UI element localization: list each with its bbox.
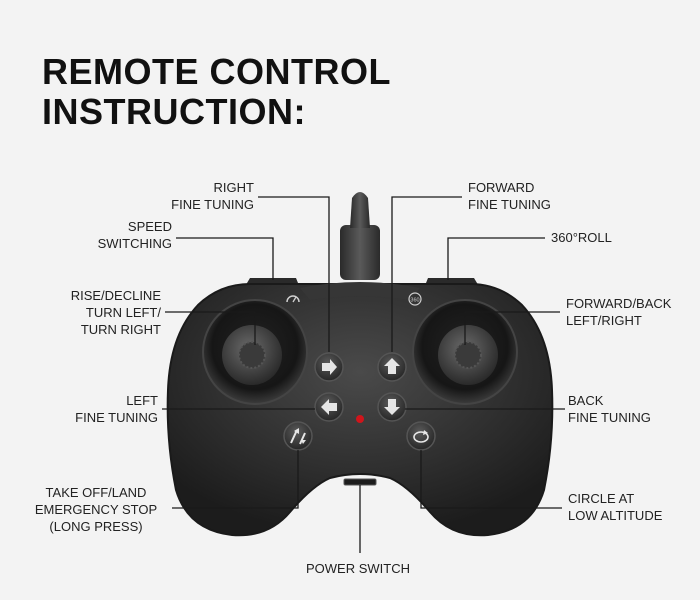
svg-text:LOW ALTITUDE: LOW ALTITUDE <box>568 508 663 523</box>
label-takeoff-land: TAKE OFF/LAND EMERGENCY STOP (LONG PRESS… <box>35 485 157 534</box>
svg-text:BACK: BACK <box>568 393 604 408</box>
svg-text:FINE TUNING: FINE TUNING <box>568 410 651 425</box>
svg-text:360: 360 <box>410 298 419 304</box>
label-power-switch: POWER SWITCH <box>306 561 410 576</box>
svg-text:TURN LEFT/: TURN LEFT/ <box>86 305 162 320</box>
svg-text:CIRCLE AT: CIRCLE AT <box>568 491 634 506</box>
svg-text:RIGHT: RIGHT <box>214 180 255 195</box>
arrow-right-icon <box>322 359 337 375</box>
takeoff-land-button[interactable] <box>283 421 313 451</box>
right-trim-button[interactable] <box>314 352 344 382</box>
svg-text:FORWARD/BACK: FORWARD/BACK <box>566 296 672 311</box>
label-left-fine-tuning: LEFT FINE TUNING <box>75 393 158 425</box>
circle-flight-icon <box>413 430 429 443</box>
label-speed-switching: SPEED SWITCHING <box>98 219 172 251</box>
svg-text:(LONG PRESS): (LONG PRESS) <box>49 519 142 534</box>
right-joystick[interactable] <box>412 299 518 405</box>
svg-text:TURN RIGHT: TURN RIGHT <box>81 322 161 337</box>
label-forward-back: FORWARD/BACK LEFT/RIGHT <box>566 296 672 328</box>
svg-text:FORWARD: FORWARD <box>468 180 534 195</box>
label-right-fine-tuning: RIGHT FINE TUNING <box>171 180 254 212</box>
antenna <box>340 192 380 280</box>
svg-text:EMERGENCY STOP: EMERGENCY STOP <box>35 502 157 517</box>
circle-low-altitude-button[interactable] <box>406 421 436 451</box>
svg-text:TAKE OFF/LAND: TAKE OFF/LAND <box>46 485 147 500</box>
svg-text:LEFT/RIGHT: LEFT/RIGHT <box>566 313 642 328</box>
label-back-fine-tuning: BACK FINE TUNING <box>568 393 651 425</box>
leader-lines <box>162 196 565 553</box>
title-line-1: REMOTE CONTROL <box>42 51 391 92</box>
label-forward-fine-tuning: FORWARD FINE TUNING <box>468 180 551 212</box>
title-line-2: INSTRUCTION: <box>42 91 306 132</box>
forward-trim-button[interactable] <box>377 352 407 382</box>
svg-text:SPEED: SPEED <box>128 219 172 234</box>
svg-text:FINE TUNING: FINE TUNING <box>171 197 254 212</box>
label-circle-low-altitude: CIRCLE AT LOW ALTITUDE <box>568 491 663 523</box>
speed-gauge-icon <box>286 295 300 303</box>
power-led <box>356 415 364 423</box>
power-switch[interactable] <box>343 478 377 486</box>
svg-text:LEFT: LEFT <box>126 393 158 408</box>
roll-360-icon: 360 <box>408 292 422 306</box>
arrow-left-icon <box>321 399 337 415</box>
svg-text:RISE/DECLINE: RISE/DECLINE <box>71 288 162 303</box>
label-360-roll: 360°ROLL <box>551 230 612 245</box>
svg-text:360°ROLL: 360°ROLL <box>551 230 612 245</box>
arrow-down-icon <box>384 399 400 415</box>
svg-text:FINE TUNING: FINE TUNING <box>75 410 158 425</box>
svg-text:POWER SWITCH: POWER SWITCH <box>306 561 410 576</box>
arrow-up-icon <box>384 358 400 374</box>
svg-text:SWITCHING: SWITCHING <box>98 236 172 251</box>
left-joystick[interactable] <box>202 299 308 405</box>
label-rise-decline: RISE/DECLINE TURN LEFT/ TURN RIGHT <box>71 288 162 337</box>
takeoff-land-icon <box>290 428 306 445</box>
svg-text:FINE TUNING: FINE TUNING <box>468 197 551 212</box>
back-trim-button[interactable] <box>377 392 407 422</box>
left-trim-button[interactable] <box>314 392 344 422</box>
page-title: REMOTE CONTROL INSTRUCTION: <box>42 52 391 132</box>
